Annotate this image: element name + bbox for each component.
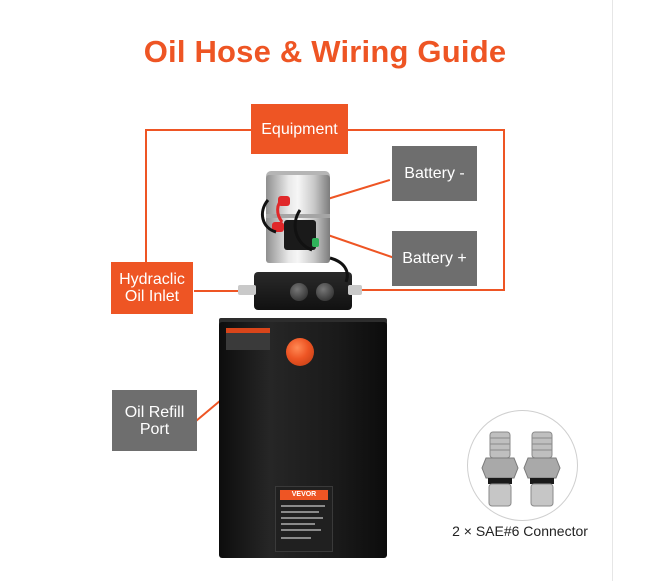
hose-line-top-right bbox=[348, 129, 505, 131]
oil-refill-port-label: Oil Refill Port bbox=[112, 390, 197, 451]
hose-line-bottom-right bbox=[348, 289, 505, 291]
oil-refill-text-line1: Oil Refill bbox=[124, 403, 185, 421]
battery-positive-text: Battery + bbox=[402, 250, 467, 267]
valve-port-right bbox=[316, 283, 334, 301]
outlet-fitting bbox=[348, 285, 362, 295]
terminal-red-cap-top bbox=[278, 196, 290, 206]
connector-caption: 2 × SAE#6 Connector bbox=[452, 523, 588, 539]
hose-line-right-vertical bbox=[503, 129, 505, 291]
valve-port-left bbox=[290, 283, 308, 301]
battery-neg-callout bbox=[320, 178, 391, 202]
oil-refill-text-line2: Port bbox=[139, 420, 170, 438]
tank-brand-logo: VEVOR bbox=[280, 490, 328, 500]
tank-product-label: VEVOR bbox=[275, 486, 333, 552]
hydraulic-inlet-text-line1: Hydraclic bbox=[119, 271, 185, 288]
warning-sticker bbox=[226, 328, 270, 350]
hydraulic-inlet-text-line2: Oil Inlet bbox=[124, 288, 180, 305]
inlet-to-pump-line bbox=[194, 290, 254, 292]
terminal-red-cap-bottom bbox=[272, 222, 284, 232]
oil-refill-cap bbox=[286, 338, 314, 366]
equipment-label-text: Equipment bbox=[261, 120, 338, 138]
connector-detail-circle bbox=[467, 410, 578, 521]
hose-line-left-vertical bbox=[145, 129, 147, 262]
battery-positive-label: Battery + bbox=[392, 231, 477, 286]
motor-band bbox=[266, 214, 330, 218]
inlet-fitting bbox=[238, 285, 256, 295]
hydraulic-oil-inlet-label: Hydraclic Oil Inlet bbox=[111, 262, 193, 314]
equipment-label: Equipment bbox=[251, 104, 348, 154]
page-edge-divider bbox=[612, 0, 613, 581]
battery-pos-callout bbox=[321, 232, 395, 259]
battery-negative-label: Battery - bbox=[392, 146, 477, 201]
hose-line-top-left bbox=[145, 129, 251, 131]
solenoid-indicator bbox=[312, 238, 319, 247]
battery-negative-text: Battery - bbox=[404, 165, 465, 182]
page-title: Oil Hose & Wiring Guide bbox=[143, 34, 507, 69]
